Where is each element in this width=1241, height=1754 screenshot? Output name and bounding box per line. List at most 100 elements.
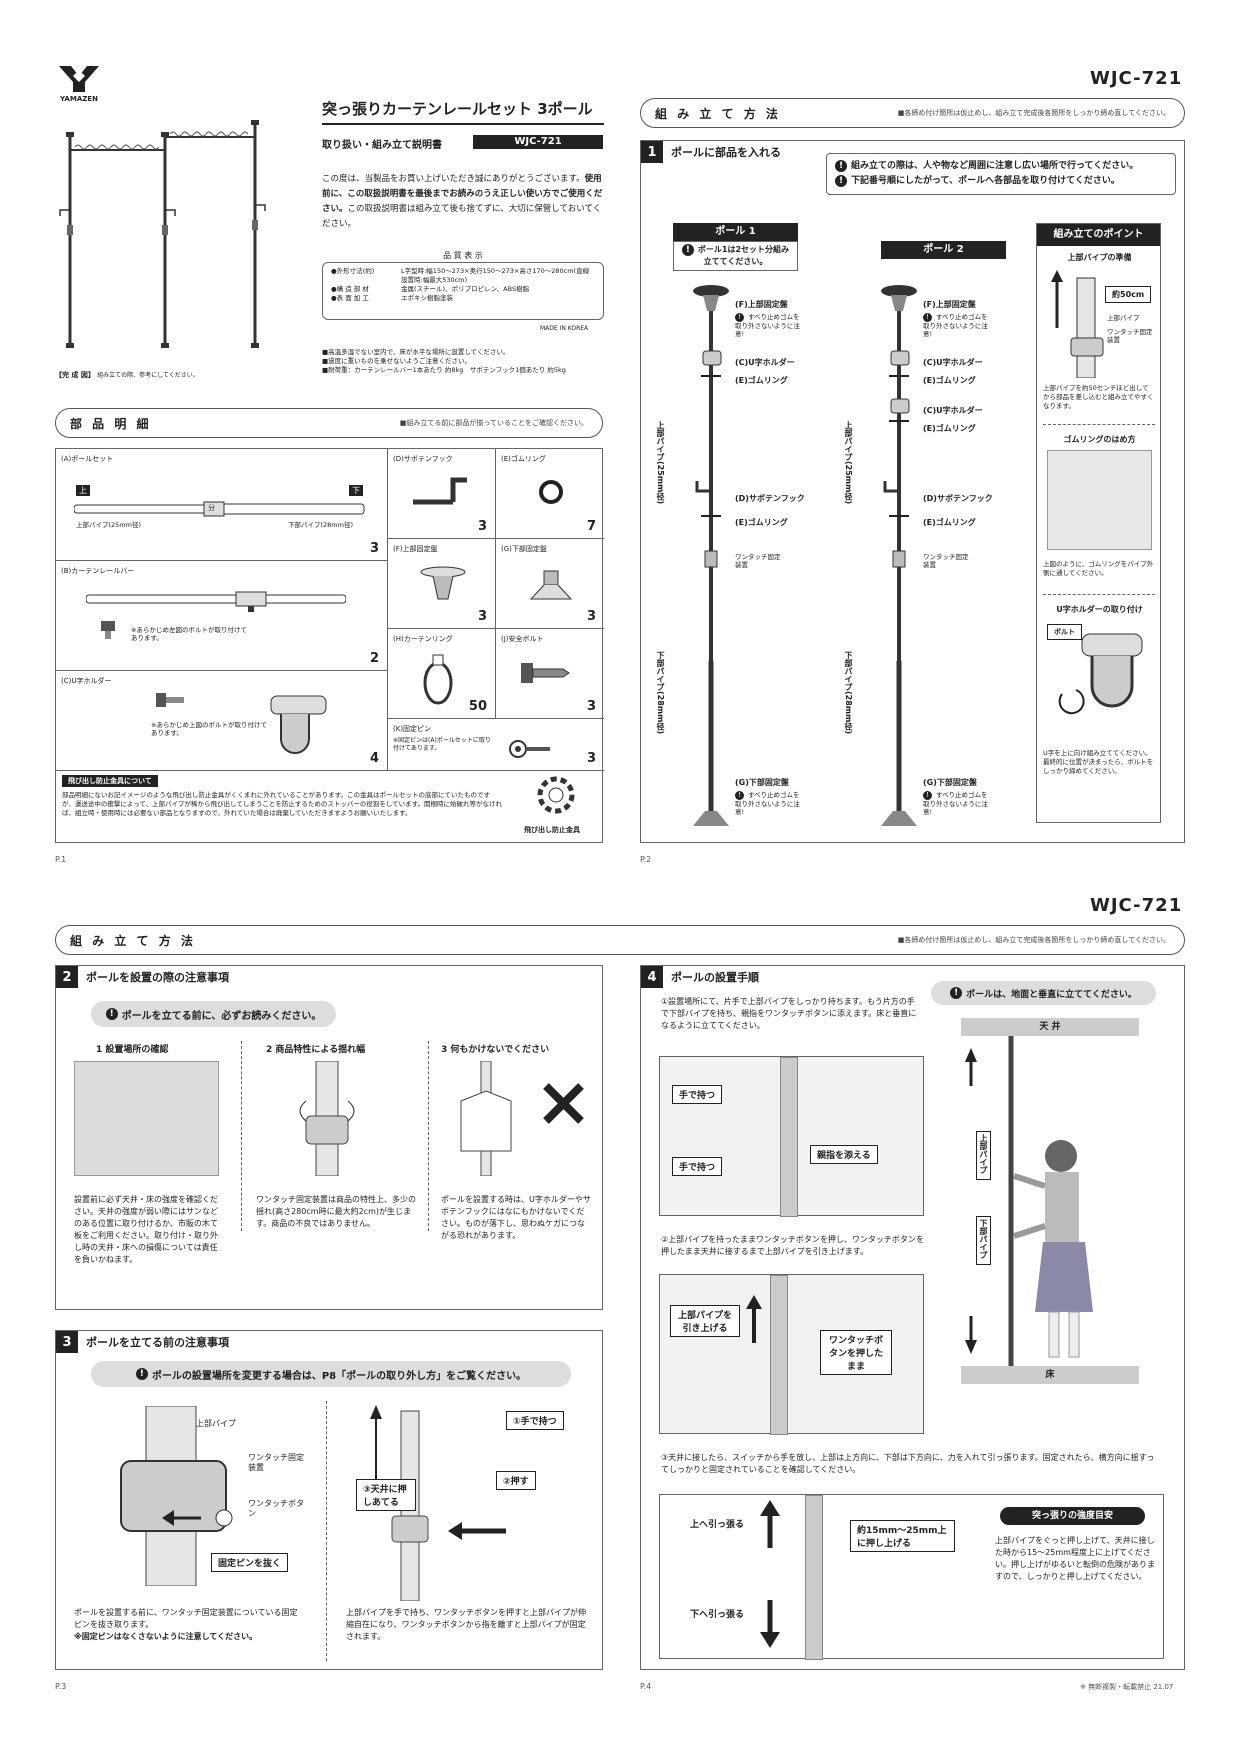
part-c-cell: (C)U字ホルダー ※あらかじめ上図のボルトが取り付けてあります。 4 [56,671,388,771]
origin: MADE IN KOREA [540,325,589,332]
pole-graphic [770,1275,788,1435]
part-c-note: ※あらかじめ上図のボルトが取り付けてあります。 [151,721,267,738]
part-b-note: ※あらかじめ左図のボルトが取り付けてあります。 [131,626,247,643]
part-b-cell: (B)カーテンレールバー ※あらかじめ左図のボルトが取り付けてあります。 2 [56,561,388,671]
product-title: 突っ張りカーテンレールセット 3ポール [322,100,593,118]
pole2-lower-pipe-label: 下部パイプ(28mm径) [844,651,853,735]
points-s1-pipe: 上部パイプ [1107,314,1140,322]
step2-warning: !ポールを立てる前に、必ずお読みください。 [91,1001,336,1027]
yamazen-logo: YAMAZEN [55,66,105,106]
pole1-f-note: !すべり止めゴムを取り外さないように注意! [735,313,800,339]
part-a-cell: (A)ポールセット 上 下 分 上部パイプ(25mm径) 下部パイプ(28mm径… [56,449,388,561]
top-plate-drawing [420,566,466,600]
pole2-g-note: !すべり止めゴムを取り外さないように注意! [923,791,988,817]
points-s3-text: U字を上に向け組み立ててください。最終的に位置が決まったら、ボルトをしっかり締め… [1043,749,1154,776]
quality-value: 金属(スチール)、ポリプロピレン、ABS樹脂 [401,285,530,294]
pole1-e-label: (E)ゴムリング [735,376,788,385]
pole1-upper-pipe-label: 上部パイプ(25mm径) [656,421,665,505]
part-b-name: (B)カーテンレールバー [61,567,135,575]
pole1-d-label: (D)サボテンフック [735,494,805,503]
step3-header: 3 ポールを立てる前の注意事項 [56,1331,229,1353]
step4-hold-callout-2: 手で持つ [672,1157,723,1176]
ceiling-label: 天 井 [961,1018,1139,1036]
stopper-text: 部品明細にないお記イメージのような飛び出し防止金具がくくまれに外れていることがあ… [62,791,502,818]
points-title: 組み立てのポイント [1037,224,1160,246]
step2-number: 2 [56,966,78,988]
complete-figure-caption: 【完 成 図】 組み立ての際、参考にしてください。 [55,370,199,380]
lower-pipe-label: 下部パイプ [979,1219,988,1259]
bottom-plate-drawing [529,570,573,600]
model-number-p34: WJC-721 [1090,895,1183,916]
pole1-g-label: (G)下部固定盤 [735,778,789,787]
onetouch-device-drawing [120,1406,233,1586]
points-s1-length: 約50cm [1105,286,1152,303]
step4-strength-text: 上部パイプをぐっと押し上げて、天井に接した時から15～25mm程度上に上げてくだ… [995,1536,1155,1581]
part-c-qty: 4 [369,751,379,766]
step3-left-text-1: ポールを設置する前に、ワンタッチ固定装置についている固定ピンを抜き取ります。 [74,1608,298,1629]
part-h-name: (H)カーテンリング [393,635,453,643]
step1-number: 1 [641,141,663,163]
step3-upper-pipe-label: 上部パイプ [196,1419,236,1428]
step2-col1-text: 設置前に必ず天井・床の強度を確認ください。天井の強度が弱い際にはサンなどのある位… [74,1195,218,1264]
divider [1043,594,1155,595]
page-number-2: P.2 [640,855,652,864]
upper-pipe-vlabel: 上部パイプ [976,1131,991,1180]
fixing-pin-drawing [509,740,550,758]
page-number-3: P.3 [55,1682,67,1691]
pole2-f-note: !すべり止めゴムを取り外さないように注意! [923,313,988,339]
parts-header: 部 品 明 細 ■組み立てる前に部品が揃っていることをご確認ください。 [55,408,603,438]
step1-warning-1-text: 組み立ての際は、人や物など周囲に注意し広い場所で行ってください。 [851,161,1139,171]
parts-header-note: ■組み立てる前に部品が揃っていることをご確認ください。 [399,419,588,427]
pole2-c-label: (C)U字ホルダー [923,358,983,367]
step4-photo-1: 手で持つ 親指を添える 手で持つ [659,1056,924,1217]
step4-title: ポールの設置手順 [671,971,759,984]
note-item: ■耐荷重：カーテンレールバー1本あたり 約8kg サポテンフック1個あたり 約5… [322,366,566,375]
part-b-qty: 2 [369,651,379,666]
step3-hold-callout: ①手で持つ [506,1411,564,1430]
part-a-bottom: 下 [349,485,363,496]
step4-hold-callout-1: 手で持つ [672,1085,723,1104]
pole1-g-note: !すべり止めゴムを取り外さないように注意! [735,791,800,817]
notes-list: ■高温多湿でない室内で、床が水平な場所に設置してください。 ■過度に重いものを乗… [322,348,612,375]
step4-number: 4 [641,966,663,988]
pole1-f-note-text: すべり止めゴムを取り外さないように注意! [735,313,800,339]
step4-photo-2: 上部パイプを引き上げる ワンタッチボタンを押したまま [659,1274,924,1435]
pole2-onetouch-label: ワンタッチ固定装置 [923,553,969,570]
pole2-e-label: (E)ゴムリング [923,376,976,385]
part-j-name: (J)安全ボルト [501,635,544,643]
hook-drawing [413,477,467,505]
pole1-note: ポール1は2セット分組み立ててください。 [697,245,790,266]
step3-warning-text: ポールの設置場所を変更する場合は、P8「ポールの取り外し方」をご覧ください。 [151,1370,527,1382]
step2-col2-title: 2 商品特性による揺れ幅 [266,1045,366,1055]
intro-p2: 使用前に、この取扱説明書を最後までお読みのうえ正しい使い方でご使用ください。 [322,174,603,214]
part-d-qty: 3 [477,519,487,534]
copyright: ※ 無断複製・転載禁止 21.07 [1080,1683,1174,1691]
step4-pull-bottom-label: 下へ引っ張る [690,1610,745,1620]
step1-warning-2-text: 下記番号順にしたがって、ポールへ各部品を取り付けてください。 [851,176,1120,187]
intro-text: この度は、当製品をお買い上げいただき誠にありがとうございます。使用前に、この取扱… [322,172,604,232]
part-d-cell: (D)サボテンフック 3 [388,449,496,539]
complete-label: 【完 成 図】 [55,371,95,379]
step3-box: 3 ポールを立てる前の注意事項 !ポールの設置場所を変更する場合は、P8「ポール… [55,1330,603,1670]
part-a-qty: 3 [369,541,379,556]
stopper-icon [537,776,575,814]
pole-graphic [780,1057,798,1217]
page-number-4: P.4 [640,1682,652,1691]
step4-text-3: ③天井に接したら、スイッチから手を放し、上部は上方向に、下部は下方向に、力を入れ… [661,1453,1155,1474]
quality-title: 品 質 表 示 [443,251,483,260]
pole1-e2-label: (E)ゴムリング [735,518,788,527]
divider [241,1041,242,1231]
stopper-section: 飛び出し防止金具について 部品明細にないお記イメージのような飛び出し防止金具がく… [56,771,604,844]
divider [428,1041,429,1231]
pole1-lower-pipe-label: 下部パイプ(28mm径) [656,651,665,735]
step3-left-text: ポールを設置する前に、ワンタッチ固定装置についている固定ピンを抜き取ります。 ※… [74,1607,304,1643]
part-h-cell: (H)カーテンリング 50 [388,629,496,719]
pole2-d-label: (D)サボテンフック [923,494,993,503]
floor-label: 床 [961,1366,1139,1384]
pole2-g-label: (G)下部固定盤 [923,778,977,787]
step3-title: ポールを立てる前の注意事項 [86,1336,229,1349]
note-item: ■過度に重いものを乗せないようご注意ください。 [322,357,472,366]
step1-title: ポールに部品を入れる [671,146,781,159]
part-c-name: (C)U字ホルダー [61,677,112,685]
intro-p1: この度は、当製品をお買い上げいただき誠にありがとうございます。 [322,174,585,184]
